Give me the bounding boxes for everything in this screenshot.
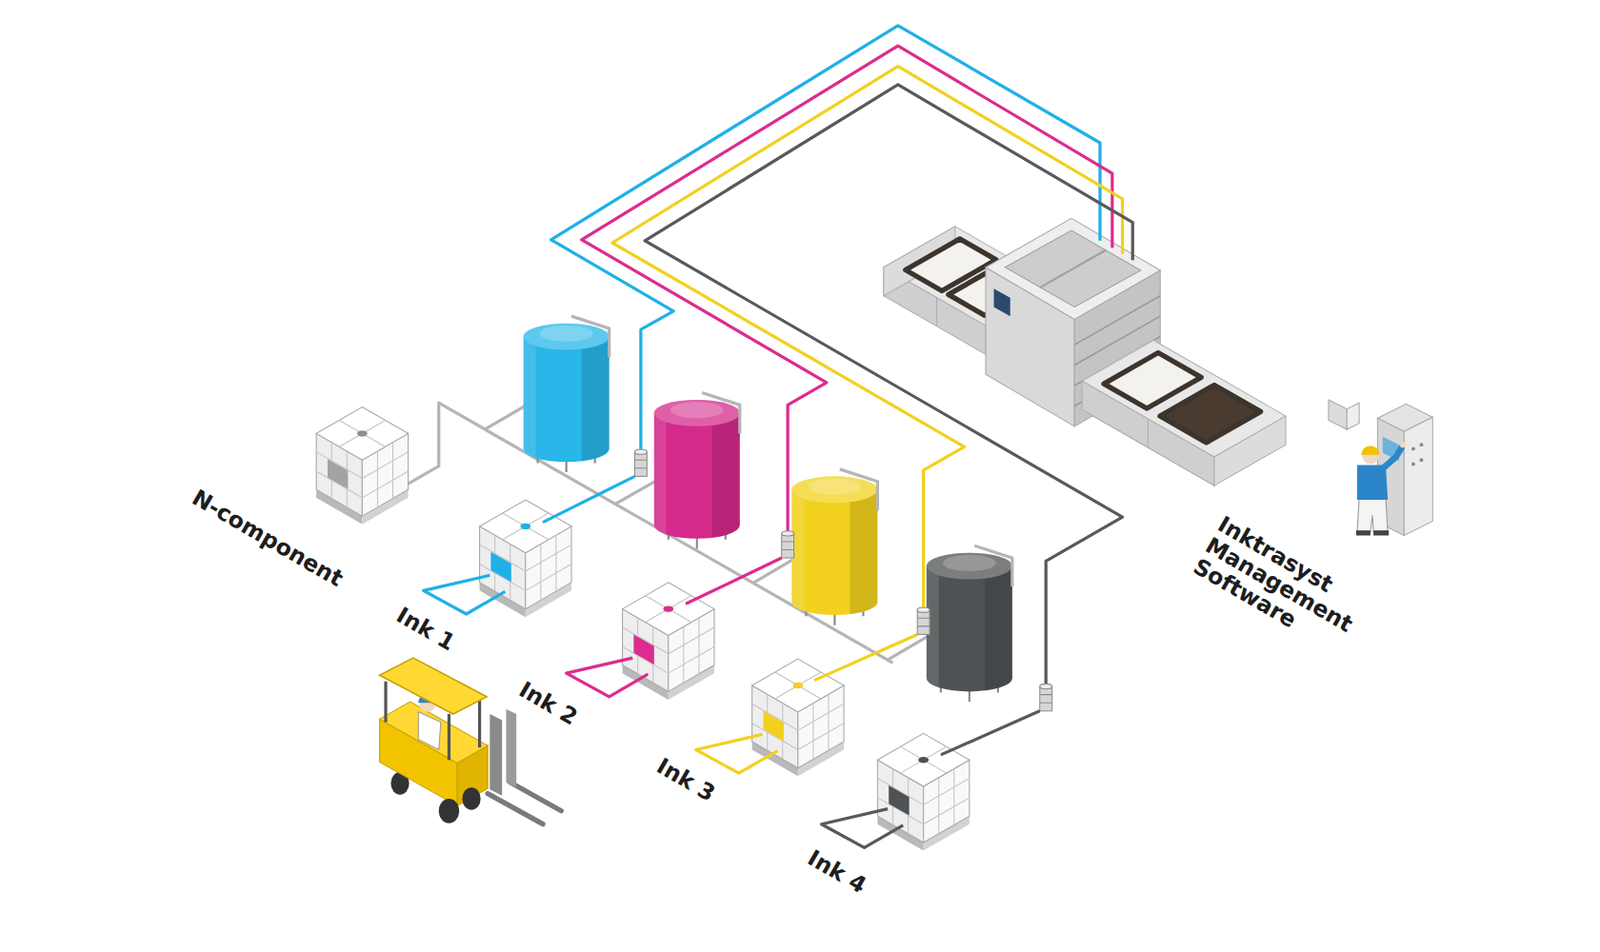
tank-inlet — [571, 316, 1013, 587]
forklift-wheel — [461, 787, 480, 811]
pump-valve — [781, 531, 795, 559]
callout-label: Ink 2 — [514, 678, 581, 731]
tote-cap — [520, 523, 531, 530]
pump-valve — [917, 607, 930, 635]
cabinet-button — [1420, 442, 1424, 447]
ink-fill-pipe — [696, 734, 779, 774]
wall-panel — [1346, 402, 1360, 430]
ink-fill-pipe — [821, 809, 904, 849]
cabinet-button — [1411, 462, 1416, 467]
callout-label: Ink 3 — [652, 754, 720, 807]
tote-cap — [662, 605, 674, 612]
ink-pipe — [542, 476, 635, 522]
callout-label: Inktrasyst Management Software — [1188, 512, 1373, 661]
yellow-tank — [791, 476, 878, 625]
ink-pipe — [685, 558, 782, 604]
cabinet-button — [1411, 447, 1416, 452]
tote-marker — [888, 785, 909, 817]
ink-pipe — [814, 634, 918, 680]
ink-fill-pipe — [566, 658, 649, 698]
callout-label: Ink 4 — [803, 845, 871, 899]
forklift-mast — [505, 709, 517, 789]
tote-marker — [327, 459, 348, 490]
tray-divider — [1040, 250, 1107, 289]
ibc-tote — [316, 407, 408, 525]
operator-shoe — [1356, 530, 1371, 536]
tote-marker — [762, 711, 783, 742]
operator — [1356, 441, 1407, 537]
forklift-driver — [418, 712, 441, 751]
tote-cap — [793, 682, 804, 689]
printer-screen — [994, 288, 1011, 317]
forklift-wheel — [439, 799, 460, 824]
tote-cap — [918, 757, 929, 763]
tote-marker — [633, 634, 654, 665]
forklift-mast — [489, 714, 502, 797]
conveyor-seam — [1147, 419, 1149, 448]
operator-arm — [1380, 446, 1403, 472]
conveyor-top — [883, 226, 1286, 458]
printer-tray — [1004, 230, 1141, 307]
pump-valve — [634, 449, 647, 477]
cyan-tank — [523, 323, 610, 473]
n-component-tote — [316, 407, 408, 525]
callout-label: Ink 1 — [392, 602, 460, 656]
magenta-tank — [654, 400, 740, 549]
tote-marker — [490, 552, 511, 583]
operator-helmet — [1360, 445, 1380, 456]
pump-valve — [1040, 683, 1053, 711]
operator-shoe — [1373, 530, 1389, 536]
forklift-roof — [380, 658, 488, 715]
ink-fill-pipe — [423, 575, 506, 615]
tote-cap — [357, 430, 368, 437]
forklift-body — [380, 701, 489, 763]
callout-label: N-component — [187, 485, 347, 593]
printed-tile — [1160, 384, 1261, 442]
operator-hand — [1400, 441, 1406, 448]
operator-legs — [1357, 498, 1388, 533]
cabinet-face — [1403, 417, 1433, 536]
control-cabinet — [1328, 400, 1433, 537]
wall-panel — [1328, 400, 1347, 430]
black-tank — [926, 553, 1013, 702]
ink-pipe — [644, 84, 1133, 687]
ink-pipe — [940, 711, 1040, 756]
cabinet-button — [1420, 458, 1424, 462]
